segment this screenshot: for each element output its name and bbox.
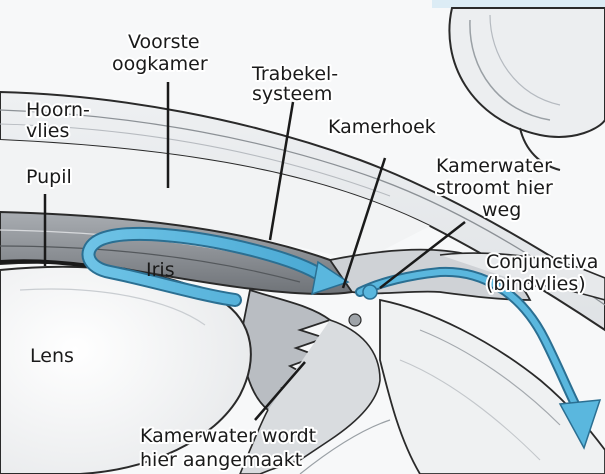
- svg-text:vlies: vlies: [26, 120, 69, 142]
- svg-text:Conjunctiva: Conjunctiva: [486, 251, 598, 273]
- svg-text:Trabekel-: Trabekel-: [251, 63, 338, 85]
- svg-text:Kamerwater wordt: Kamerwater wordt: [140, 425, 316, 447]
- svg-text:stroomt hier: stroomt hier: [436, 177, 553, 199]
- label-lens: Lens: [30, 345, 74, 367]
- svg-text:Kamerwater: Kamerwater: [436, 155, 552, 177]
- svg-text:(bindvlies): (bindvlies): [486, 273, 586, 295]
- svg-text:Hoorn-: Hoorn-: [26, 99, 90, 121]
- corner-tab: [432, 0, 605, 8]
- svg-text:hier aangemaakt: hier aangemaakt: [140, 449, 302, 471]
- label-pupil: Pupil: [26, 166, 72, 188]
- svg-text:Voorste: Voorste: [128, 31, 200, 53]
- label-iris: Iris: [146, 259, 175, 281]
- label-kamerhoek: Kamerhoek: [328, 116, 436, 138]
- svg-text:weg: weg: [482, 199, 521, 221]
- svg-text:oogkamer: oogkamer: [112, 53, 208, 75]
- label-conjunctiva: Conjunctiva (bindvlies): [486, 251, 598, 295]
- svg-text:systeem: systeem: [252, 83, 332, 105]
- label-trabekelsysteem: Trabekel- systeem: [251, 63, 338, 105]
